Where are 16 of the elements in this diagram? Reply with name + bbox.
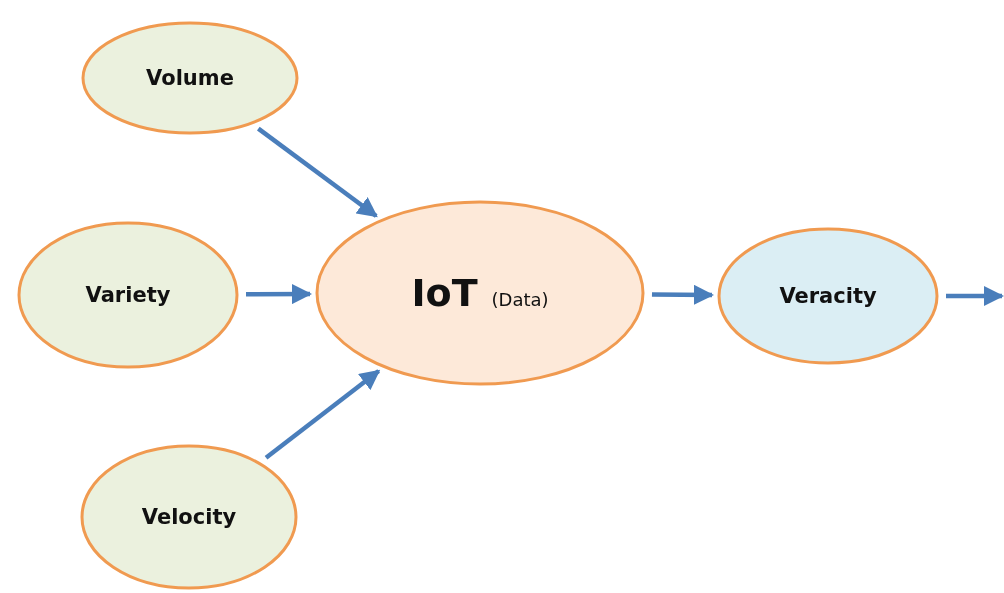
arrow	[946, 285, 1004, 307]
node-label: Variety	[85, 283, 171, 307]
node-label: Volume	[146, 66, 234, 90]
node-subtitle: (Data)	[491, 288, 549, 310]
node-label: IoT	[411, 271, 478, 315]
ellipse-node	[314, 199, 646, 387]
ellipse-node	[80, 20, 300, 136]
node-label: Veracity	[779, 284, 877, 308]
arrow	[651, 284, 715, 305]
arrow	[246, 283, 313, 305]
ellipse-node	[79, 443, 299, 591]
arrow	[256, 126, 378, 218]
ellipse-node	[16, 220, 240, 370]
ellipse-node	[716, 226, 940, 366]
arrow	[264, 369, 381, 460]
node-label: Velocity	[141, 505, 237, 529]
